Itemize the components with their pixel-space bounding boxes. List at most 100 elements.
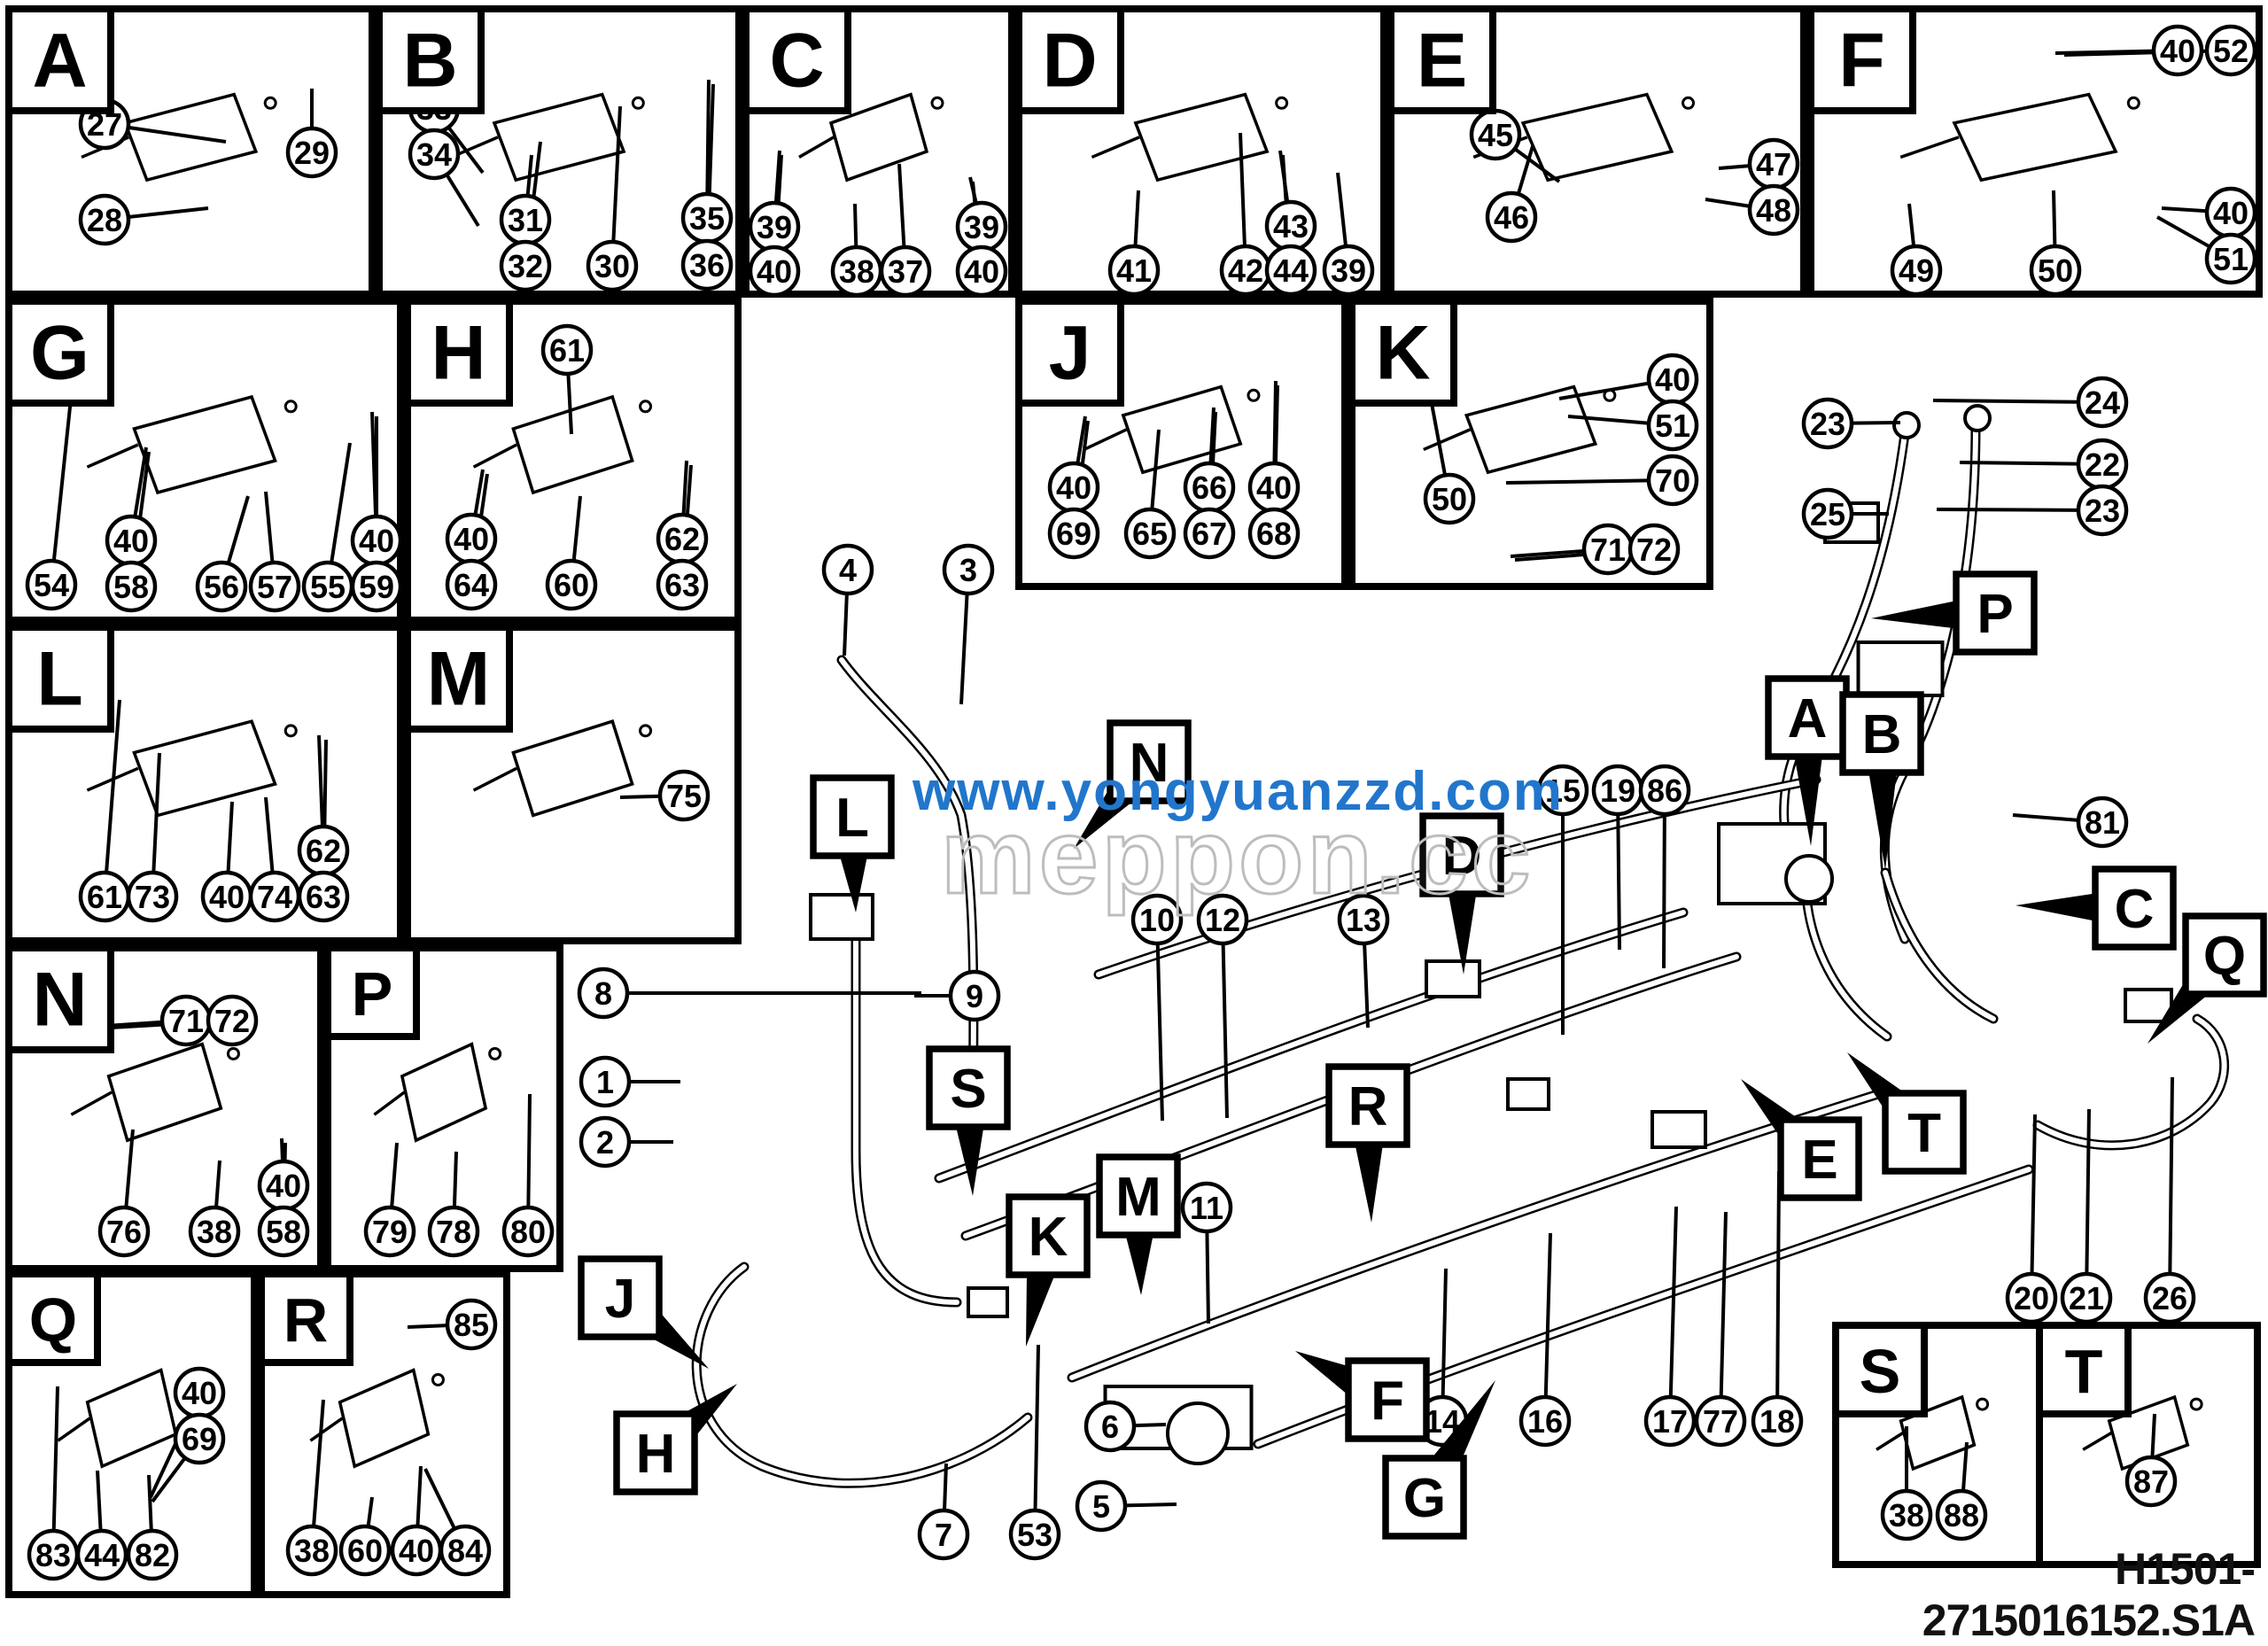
leader-line xyxy=(1907,203,1916,247)
part-rod xyxy=(798,136,835,159)
leader-line xyxy=(445,173,480,228)
panel-letter-box xyxy=(1015,5,1124,114)
callout-number: 17 xyxy=(1652,1403,1688,1440)
part-sketch xyxy=(511,719,634,818)
part-block xyxy=(1506,1077,1550,1111)
leader-line xyxy=(1718,164,1751,170)
tag-pointer xyxy=(839,853,868,912)
callout-number: 85 xyxy=(454,1307,489,1343)
part-block xyxy=(1651,1110,1707,1149)
leader-line xyxy=(366,1496,374,1527)
letter-tag-A: A xyxy=(1765,675,1850,846)
panel-letter: J xyxy=(1049,311,1091,396)
leader-line xyxy=(51,1386,59,1532)
tag-box xyxy=(1839,691,1924,776)
callout-6 xyxy=(1084,1400,1137,1453)
tag-box xyxy=(2182,912,2267,998)
callout-number: 29 xyxy=(294,135,330,171)
letter-tag-D: D xyxy=(1419,812,1504,974)
callout-2 xyxy=(579,1115,632,1169)
leader-line xyxy=(1363,943,1370,1029)
panel-letter-box xyxy=(1015,298,1124,407)
tag-letter: H xyxy=(636,1424,676,1485)
callout-number: 88 xyxy=(1944,1497,1979,1533)
callout-38 xyxy=(188,1205,241,1258)
tag-box xyxy=(1006,1193,1091,1278)
callout-number: 41 xyxy=(1116,252,1152,289)
part-bolt xyxy=(1682,96,1696,110)
callout-number: 30 xyxy=(594,248,630,284)
leader-line xyxy=(1510,548,1585,558)
leader-line xyxy=(1513,147,1561,183)
callout-number: 76 xyxy=(106,1214,142,1250)
panel-letter: D xyxy=(1042,19,1097,104)
leader-line xyxy=(1558,381,1650,400)
callout-72 xyxy=(206,994,259,1047)
part-sketch xyxy=(132,394,277,495)
leader-line xyxy=(1033,1344,1040,1511)
callout-8 xyxy=(577,967,630,1020)
callout-number: 58 xyxy=(266,1214,301,1250)
leader-line xyxy=(105,699,121,873)
callout-number: 65 xyxy=(1132,516,1168,552)
part-rod xyxy=(86,443,139,469)
callout-13 xyxy=(1337,893,1390,946)
part-rod xyxy=(472,443,517,469)
tag-letter: R xyxy=(1348,1076,1388,1137)
callout-16 xyxy=(1518,1394,1572,1448)
callout-40 xyxy=(2151,24,2204,77)
leader-line xyxy=(105,1020,163,1028)
tag-pointer xyxy=(1868,770,1898,870)
callout-20 xyxy=(2005,1271,2058,1324)
callout-number: 57 xyxy=(257,569,292,605)
letter-tag-G: G xyxy=(1382,1380,1495,1540)
callout-number: 38 xyxy=(294,1533,330,1569)
callout-17 xyxy=(1643,1394,1697,1448)
panel-letter: G xyxy=(30,311,89,396)
part-bolt xyxy=(639,724,653,738)
panel-letter-box xyxy=(1832,1322,1928,1417)
part-bolt xyxy=(1275,96,1289,110)
leader-line xyxy=(280,1137,284,1162)
callout-number: 32 xyxy=(508,248,543,284)
panel-letter: R xyxy=(284,1285,329,1355)
panel-letter: T xyxy=(2065,1337,2103,1406)
tag-pointer xyxy=(1355,1142,1384,1223)
leader-line xyxy=(1076,415,1087,464)
part-bolt xyxy=(2126,96,2140,110)
tag-letter: N xyxy=(1130,733,1169,794)
callout-56 xyxy=(195,560,248,613)
callout-4 xyxy=(821,543,874,596)
tag-box xyxy=(1777,1116,1862,1201)
leader-line xyxy=(566,373,573,435)
callout-number: 63 xyxy=(306,879,341,915)
callout-number: 23 xyxy=(1810,406,1845,442)
part-bolt xyxy=(263,96,277,110)
part-rod xyxy=(1423,428,1472,452)
panel-letter: M xyxy=(427,637,491,722)
part-rod xyxy=(57,1417,91,1442)
callout-number: 70 xyxy=(1655,462,1690,499)
part-bolt xyxy=(631,96,645,110)
leader-line xyxy=(1932,399,2079,404)
letter-tag-R: R xyxy=(1325,1063,1410,1223)
tag-pointer xyxy=(1794,754,1823,846)
callout-79 xyxy=(363,1205,416,1258)
callout-34 xyxy=(408,128,461,181)
callout-57 xyxy=(248,560,301,613)
callout-number: 25 xyxy=(1810,496,1845,532)
panel-letter-box xyxy=(1348,298,1457,407)
part-block xyxy=(1425,959,1481,998)
callout-40 xyxy=(748,245,801,298)
leader-line xyxy=(943,1463,948,1511)
leader-line xyxy=(2156,215,2211,249)
callout-50 xyxy=(2029,244,2082,297)
tag-letter: B xyxy=(1862,704,1902,765)
callout-69 xyxy=(1047,507,1100,560)
callout-number: 12 xyxy=(1205,902,1240,938)
